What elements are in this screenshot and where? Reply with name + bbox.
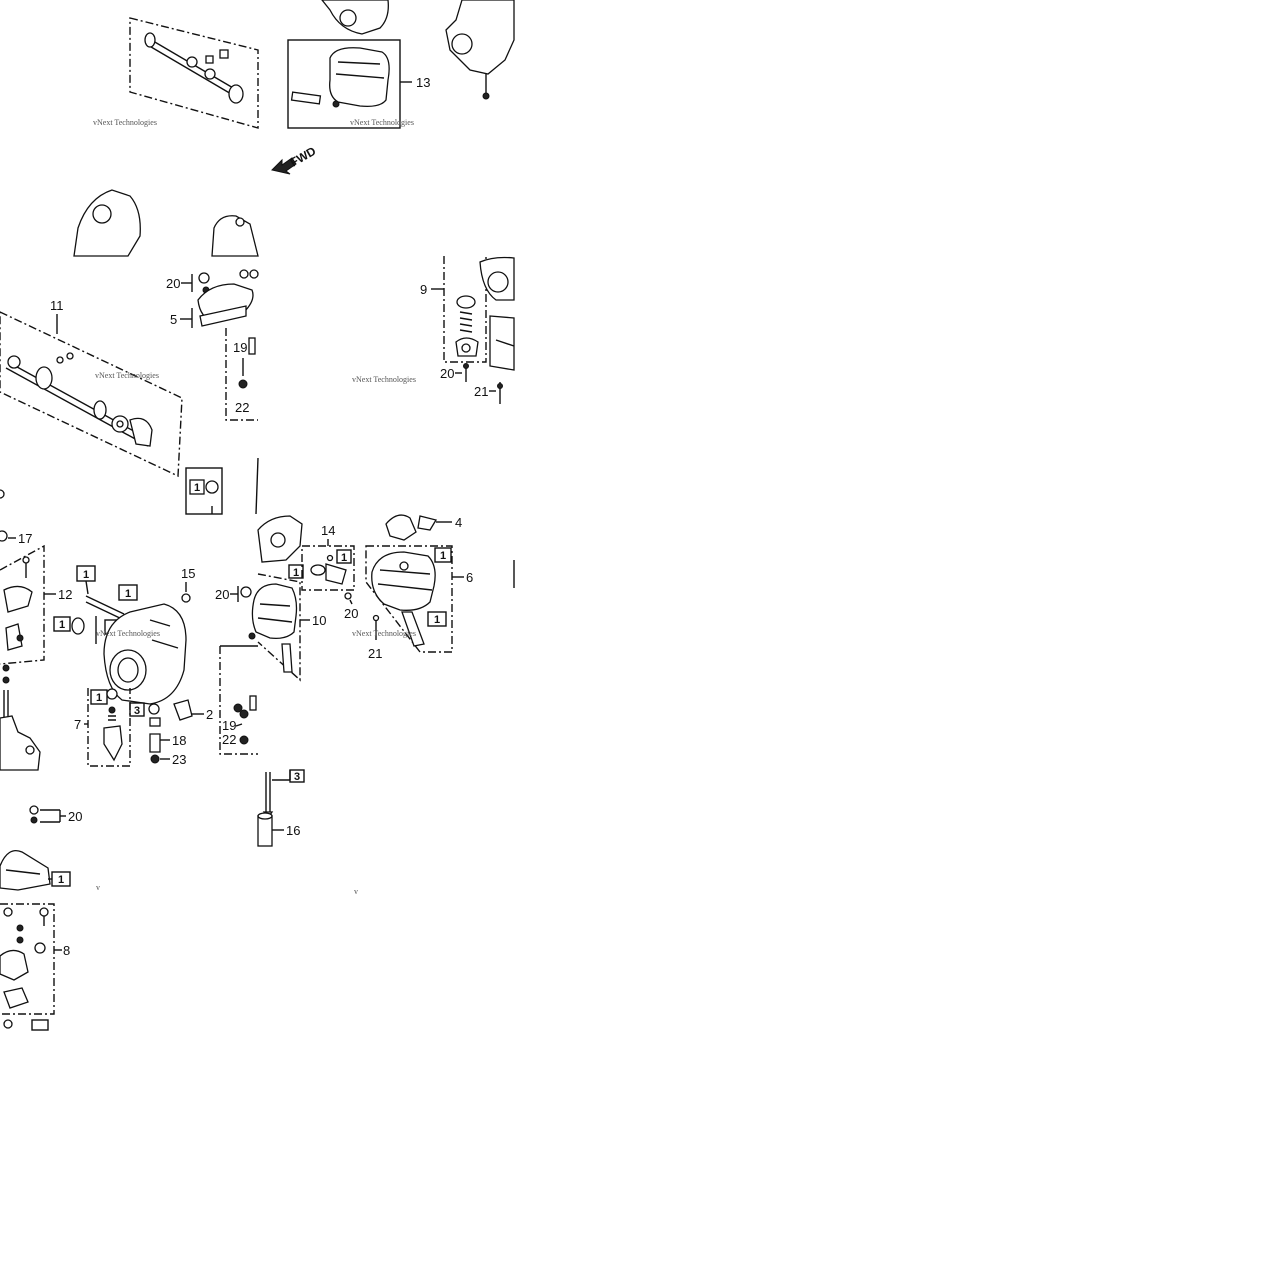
callout-19: 19 <box>233 340 247 355</box>
callout-2: 2 <box>206 707 213 722</box>
callout-12: 12 <box>58 587 72 602</box>
callout-18: 18 <box>172 733 186 748</box>
watermark: vNext Technologies <box>352 629 416 638</box>
top-cover-part <box>197 269 259 327</box>
float-chamber-part <box>290 47 390 108</box>
top-cover-part <box>0 849 51 891</box>
float-part <box>385 514 438 541</box>
callout-14: 14 <box>321 523 335 538</box>
callout-15: 15 <box>181 566 195 581</box>
tile-middle-upper: 11 20 5 19 <box>0 256 515 515</box>
float-bowl-part <box>248 583 298 673</box>
ref-box-1: 1 <box>125 588 131 600</box>
choke-plunger-part <box>103 688 123 762</box>
throttle-shaft-part <box>144 32 244 104</box>
fwd-arrow: FWD <box>271 144 319 175</box>
watermark-fragment: v <box>354 887 358 896</box>
callout-20: 20 <box>166 276 180 291</box>
callout-6: 6 <box>466 570 473 585</box>
callout-4: 4 <box>455 515 462 530</box>
watermark: vNext Technologies <box>95 371 159 380</box>
diaphragm-cover-part <box>0 907 49 1009</box>
choke-shaft-part <box>5 352 153 447</box>
ref-box-1: 1 <box>293 567 299 579</box>
ref-box-3: 3 <box>294 771 300 783</box>
watermark-fragment: v <box>96 883 100 892</box>
ref-box-1: 1 <box>58 874 64 886</box>
carburetor-fragment-center <box>257 515 303 563</box>
callout-20: 20 <box>68 809 82 824</box>
main-jet-part <box>257 812 273 847</box>
ref-box-1: 1 <box>83 569 89 581</box>
callout-10: 10 <box>312 613 326 628</box>
callout-5: 5 <box>170 312 177 327</box>
watermark: vNext Technologies <box>350 118 414 127</box>
tile-bottom: 3 16 20 1 <box>0 769 358 1031</box>
ref-box-1: 1 <box>341 552 347 564</box>
carburetor-fragment-mid-left <box>73 189 141 257</box>
callout-19: 19 <box>222 718 236 733</box>
callout-17: 17 <box>18 531 32 546</box>
carburetor-fragment-top-right <box>445 0 515 100</box>
watermark: vNext Technologies <box>96 629 160 638</box>
accelerator-pump-part <box>310 554 347 585</box>
watermark: vNext Technologies <box>93 118 157 127</box>
callout-16: 16 <box>286 823 300 838</box>
callout-21: 21 <box>368 646 382 661</box>
callout-20: 20 <box>440 366 454 381</box>
tile-top: 13 FWD vNext Technologies vNext Technolo… <box>73 0 515 257</box>
ref-box-1: 1 <box>59 619 65 631</box>
callout-9: 9 <box>420 282 427 297</box>
float-chamber-part <box>371 551 436 647</box>
fwd-label: FWD <box>288 144 319 170</box>
callout-11: 11 <box>50 298 64 313</box>
callout-8: 8 <box>63 943 70 958</box>
callout-20: 20 <box>215 587 229 602</box>
jet-needle-part <box>0 664 41 771</box>
callout-7: 7 <box>74 717 81 732</box>
tile-middle-lower: 17 12 1 1 1 <box>0 514 515 771</box>
callout-22: 22 <box>235 400 249 415</box>
callout-22: 22 <box>222 732 236 747</box>
ref-box-1: 1 <box>434 614 440 626</box>
ref-box-1: 1 <box>194 482 200 494</box>
callout-20: 20 <box>344 606 358 621</box>
link-lever-part <box>3 556 33 651</box>
ref-box-1: 1 <box>96 692 102 704</box>
ref-box-3: 3 <box>134 705 140 717</box>
carburetor-fragment-top-center <box>321 0 389 35</box>
watermark: vNext Technologies <box>352 375 416 384</box>
callout-21: 21 <box>474 384 488 399</box>
carburetor-body-part <box>71 595 187 705</box>
callout-23: 23 <box>172 752 186 767</box>
carburetor-fragment-right <box>479 256 515 371</box>
ref-box-1: 1 <box>440 550 446 562</box>
callout-13: 13 <box>416 75 430 90</box>
diaphragm-valve-part <box>455 295 479 357</box>
carburetor-fragment-mid-right <box>211 215 259 257</box>
